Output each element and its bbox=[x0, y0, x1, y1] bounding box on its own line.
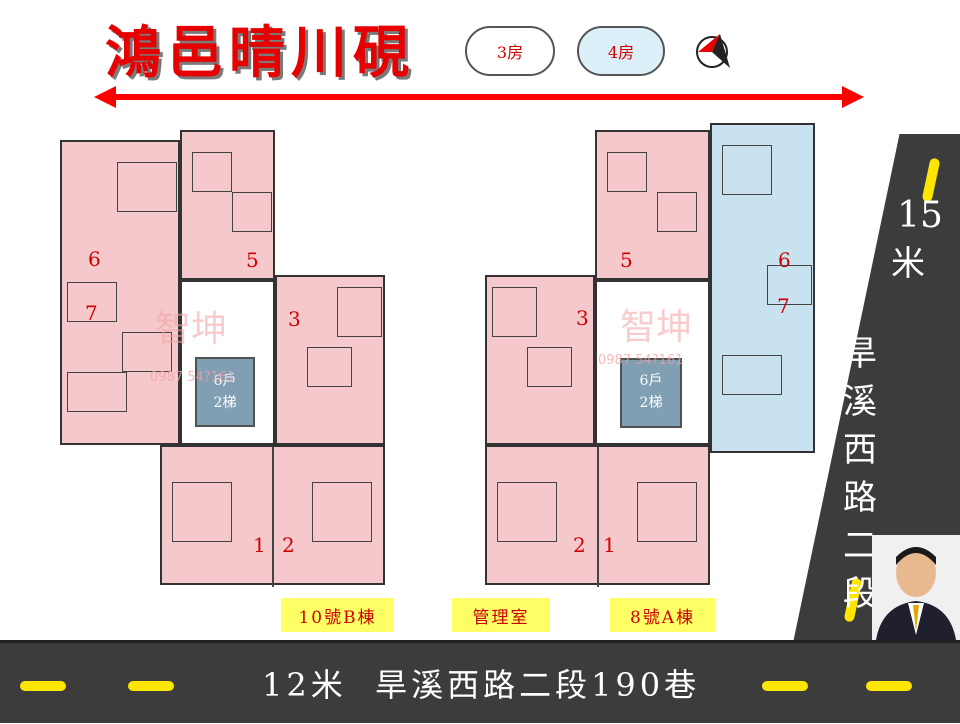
building-b-core-households: 6戶 bbox=[213, 373, 237, 389]
right-road-char: 段 bbox=[843, 574, 877, 614]
unit-number: 6 bbox=[778, 248, 791, 272]
building-b-core-elevators: 2梯 bbox=[213, 395, 237, 411]
right-road-char: 路 bbox=[843, 478, 877, 518]
north-compass-icon bbox=[690, 32, 736, 72]
agent-photo bbox=[872, 535, 960, 640]
building-a-core-households: 6戶 bbox=[639, 373, 663, 389]
unit-number: 1 bbox=[603, 533, 616, 557]
road-dash bbox=[20, 681, 66, 691]
arrow-right-icon bbox=[842, 86, 864, 108]
legend-four-room-label: 4房 bbox=[607, 43, 635, 62]
watermark-phone: 0987 54?161 bbox=[150, 370, 236, 385]
unit-a-6-7-block bbox=[710, 123, 815, 453]
road-dash bbox=[128, 681, 174, 691]
unit-number: 3 bbox=[288, 307, 301, 331]
unit-a-3-block bbox=[485, 275, 595, 445]
building-a-label: 8號A棟 bbox=[610, 598, 715, 632]
building-b-core bbox=[195, 357, 255, 427]
unit-number: 7 bbox=[85, 301, 98, 325]
right-road-char: 二 bbox=[843, 526, 877, 566]
legend-three-room-label: 3房 bbox=[496, 43, 524, 62]
right-road-char: 溪 bbox=[843, 382, 877, 422]
unit-number: 3 bbox=[576, 306, 589, 330]
building-a-core bbox=[620, 358, 682, 428]
building-a-plan: 6戶 2梯 5 6 7 3 2 1 智坤 0987 54?161 bbox=[480, 118, 820, 595]
unit-number: 2 bbox=[282, 533, 295, 557]
unit-b-5-block bbox=[180, 130, 275, 280]
unit-number: 5 bbox=[620, 248, 633, 272]
legend-three-room: 3房 bbox=[465, 26, 555, 76]
right-road-char: 西 bbox=[843, 430, 877, 470]
road-dash bbox=[866, 681, 912, 691]
watermark-phone: 0987 54?161 bbox=[598, 353, 684, 368]
page-title: 鴻邑晴川硯 bbox=[105, 20, 415, 86]
unit-number: 7 bbox=[777, 294, 790, 318]
right-road-unit: 米 bbox=[891, 244, 925, 284]
unit-b-6-7-block bbox=[60, 140, 180, 445]
watermark-name: 智坤 bbox=[620, 307, 693, 348]
building-b-core-text: 6戶 2梯 bbox=[190, 370, 260, 414]
building-a-core-text: 6戶 2梯 bbox=[616, 370, 686, 414]
legend-four-room: 4房 bbox=[577, 26, 665, 76]
right-road-width: 15 bbox=[897, 195, 943, 236]
right-road-char: 旱 bbox=[843, 334, 877, 374]
watermark-name: 智坤 bbox=[155, 309, 228, 350]
unit-number: 5 bbox=[246, 248, 259, 272]
road-dash bbox=[762, 681, 808, 691]
unit-number: 6 bbox=[88, 247, 101, 271]
width-arrow bbox=[110, 94, 850, 100]
bottom-road-name: 12米 旱溪西路二段190巷 bbox=[262, 666, 701, 704]
right-road-name: 旱 溪 西 路 二 段 bbox=[832, 330, 888, 618]
unit-number: 2 bbox=[573, 533, 586, 557]
unit-number: 1 bbox=[253, 533, 266, 557]
building-b-label: 10號B棟 bbox=[281, 598, 394, 632]
unit-a-2-1-block bbox=[485, 445, 710, 587]
unit-b-1-2-block bbox=[160, 445, 385, 587]
building-a-core-elevators: 2梯 bbox=[639, 395, 663, 411]
arrow-left-icon bbox=[94, 86, 116, 108]
unit-a-5-block bbox=[595, 130, 710, 280]
unit-b-3-block bbox=[275, 275, 385, 445]
building-b-plan: 6戶 2梯 6 5 7 3 1 2 智坤 0987 54?161 bbox=[50, 125, 390, 595]
management-office-label: 管理室 bbox=[452, 598, 550, 632]
